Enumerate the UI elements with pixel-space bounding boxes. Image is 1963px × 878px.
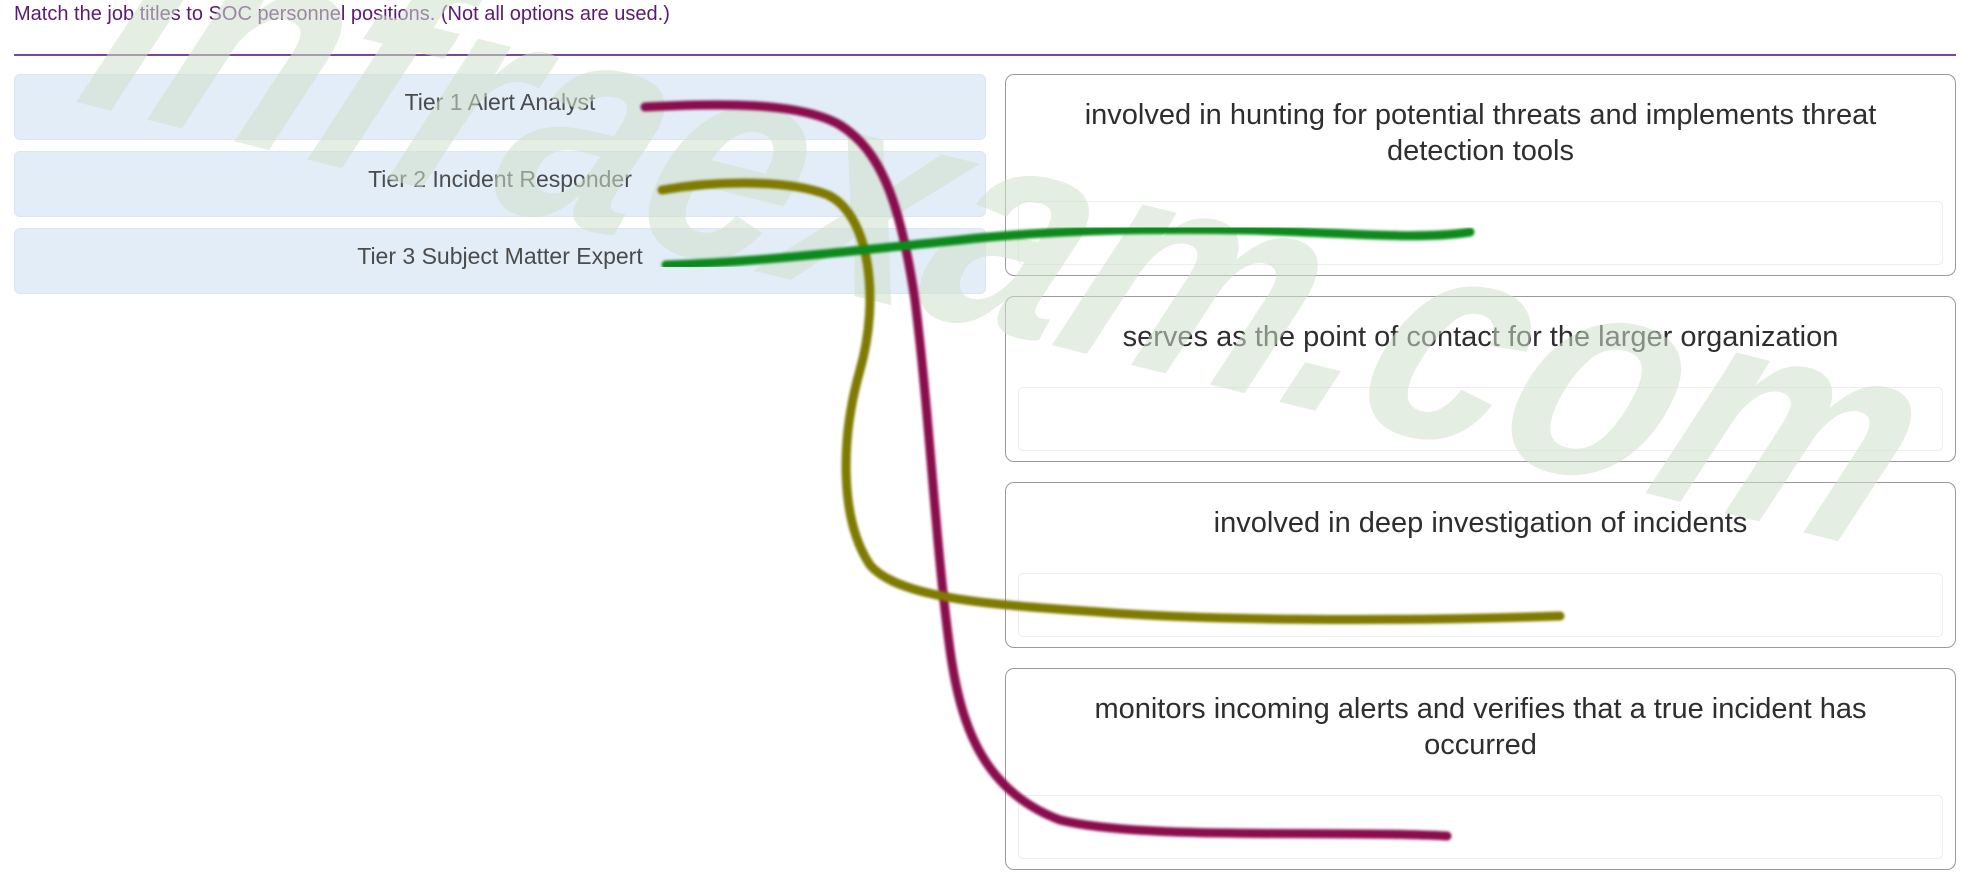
target-box-hunting: involved in hunting for potential threat… [1005, 74, 1956, 276]
targets-column: involved in hunting for potential threat… [1005, 74, 1956, 878]
target-box-monitors-alerts: monitors incoming alerts and verifies th… [1005, 668, 1956, 870]
drop-zone[interactable] [1018, 387, 1943, 451]
divider-line [14, 54, 1956, 56]
drag-item-tier3[interactable]: Tier 3 Subject Matter Expert [14, 228, 986, 294]
target-text: serves as the point of contact for the l… [1122, 321, 1839, 353]
target-box-deep-investigation: involved in deep investigation of incide… [1005, 482, 1956, 648]
drag-item-label: Tier 2 Incident Responder [368, 165, 632, 192]
drop-zone[interactable] [1018, 795, 1943, 859]
target-text: monitors incoming alerts and verifies th… [1094, 693, 1867, 761]
drag-item-label: Tier 1 Alert Analyst [404, 88, 596, 115]
drag-item-tier2[interactable]: Tier 2 Incident Responder [14, 151, 986, 217]
drag-items-column: Tier 1 Alert Analyst Tier 2 Incident Res… [14, 74, 986, 305]
target-text: involved in deep investigation of incide… [1213, 507, 1748, 539]
drop-zone[interactable] [1018, 201, 1943, 265]
question-instructions: Match the job titles to SOC personnel po… [14, 3, 670, 25]
drop-zone[interactable] [1018, 573, 1943, 637]
drag-item-tier1[interactable]: Tier 1 Alert Analyst [14, 74, 986, 140]
target-text: involved in hunting for potential threat… [1084, 99, 1877, 167]
target-box-point-of-contact: serves as the point of contact for the l… [1005, 296, 1956, 462]
drag-item-label: Tier 3 Subject Matter Expert [357, 242, 643, 269]
